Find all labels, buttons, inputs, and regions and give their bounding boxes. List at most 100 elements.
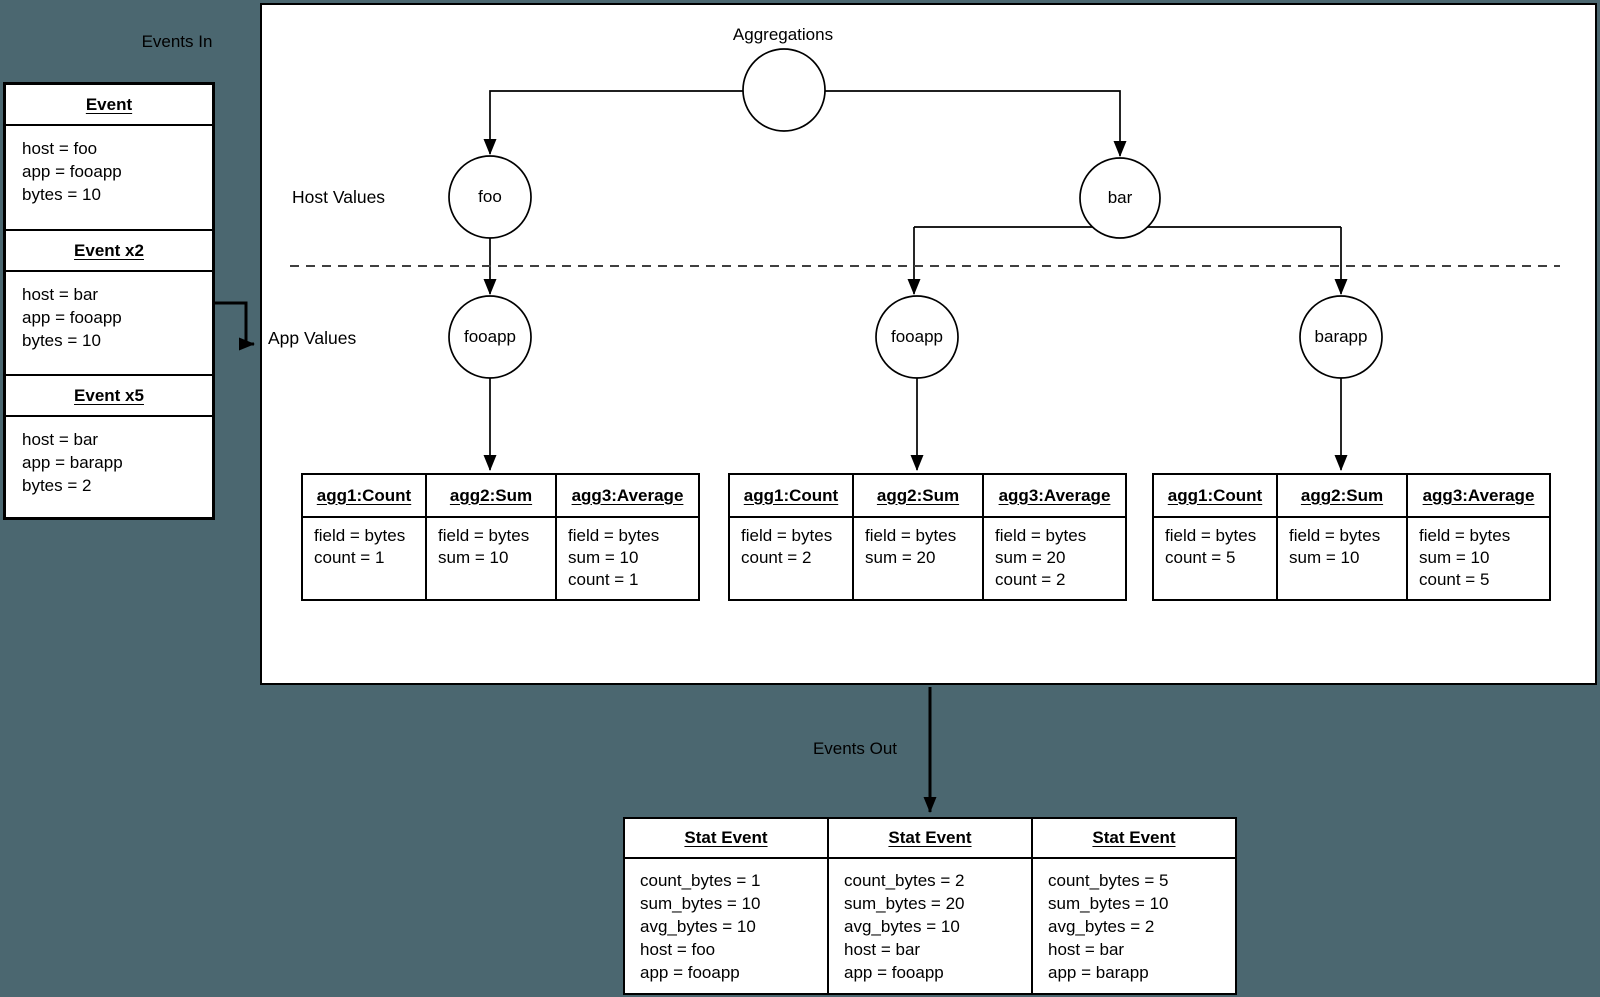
- stat-event-title: Stat Event: [625, 819, 827, 859]
- agg-col-header: agg2:Sum: [427, 475, 557, 516]
- stat-field: avg_bytes = 10: [844, 917, 960, 936]
- agg-field: field = bytes: [568, 526, 660, 545]
- event-card-title: Event: [6, 85, 212, 126]
- agg-field: count = 5: [1419, 570, 1490, 589]
- agg-field: field = bytes: [741, 526, 833, 545]
- agg-field: sum = 20: [865, 548, 936, 567]
- event-field: host = foo: [22, 139, 98, 158]
- agg-field: field = bytes: [995, 526, 1087, 545]
- host-values-row-label: Host Values: [292, 187, 386, 207]
- agg-field: count = 1: [568, 570, 639, 589]
- agg-col-body: field = bytes sum = 10: [1278, 518, 1408, 599]
- host-node-bar: [1079, 157, 1161, 239]
- stat-event-title: Stat Event: [1033, 819, 1235, 859]
- stat-field: app = fooapp: [844, 963, 944, 982]
- agg-field: count = 1: [314, 548, 385, 567]
- event-field: host = bar: [22, 285, 99, 304]
- agg-col-body: field = bytes sum = 10 count = 5: [1408, 518, 1549, 599]
- agg-table-bar-fooapp: agg1:Count agg2:Sum agg3:Average field =…: [728, 473, 1127, 601]
- events-out-label: Events Out: [812, 739, 898, 758]
- agg-col-header: agg1:Count: [303, 475, 427, 516]
- edge-root-to-foo: [483, 90, 743, 155]
- stat-field: sum_bytes = 20: [844, 894, 965, 913]
- event-field: bytes = 2: [22, 476, 92, 495]
- stat-event-body: count_bytes = 1 sum_bytes = 10 avg_bytes…: [625, 859, 827, 984]
- agg-field: sum = 10: [1419, 548, 1490, 567]
- stat-event-title: Stat Event: [829, 819, 1031, 859]
- agg-field: count = 5: [1165, 548, 1236, 567]
- agg-col-body: field = bytes sum = 20 count = 2: [984, 518, 1125, 599]
- agg-col-header: agg1:Count: [1154, 475, 1278, 516]
- agg-col-body: field = bytes count = 2: [730, 518, 854, 599]
- stat-event-card: Stat Event count_bytes = 5 sum_bytes = 1…: [1033, 819, 1235, 993]
- stat-events-table: Stat Event count_bytes = 1 sum_bytes = 1…: [623, 817, 1237, 995]
- aggregations-root-node: [742, 48, 826, 132]
- app-values-row-label: App Values: [268, 328, 357, 348]
- stat-field: host = foo: [640, 940, 716, 959]
- agg-table-barapp: agg1:Count agg2:Sum agg3:Average field =…: [1152, 473, 1551, 601]
- agg-field: field = bytes: [314, 526, 406, 545]
- stat-field: host = bar: [844, 940, 921, 959]
- stat-field: sum_bytes = 10: [640, 894, 761, 913]
- host-node-foo: [448, 155, 532, 239]
- agg-field: sum = 10: [1289, 548, 1360, 567]
- events-in-label: Events In: [141, 32, 213, 51]
- event-card-body: host = foo app = fooapp bytes = 10: [6, 126, 212, 231]
- events-in-arrow: [215, 301, 255, 351]
- stat-field: app = barapp: [1048, 963, 1149, 982]
- aggregations-title: Aggregations: [732, 25, 834, 44]
- event-field: app = fooapp: [22, 308, 122, 327]
- agg-table-fooapp: agg1:Count agg2:Sum agg3:Average field =…: [301, 473, 700, 601]
- stat-field: app = fooapp: [640, 963, 740, 982]
- agg-field: field = bytes: [865, 526, 957, 545]
- agg-field: sum = 20: [995, 548, 1066, 567]
- app-node-fooapp: [448, 295, 532, 379]
- agg-field: field = bytes: [1289, 526, 1381, 545]
- stat-field: sum_bytes = 10: [1048, 894, 1169, 913]
- agg-col-body: field = bytes count = 5: [1154, 518, 1278, 599]
- stat-field: count_bytes = 5: [1048, 871, 1169, 890]
- stat-field: count_bytes = 2: [844, 871, 965, 890]
- agg-col-header: agg3:Average: [571, 485, 684, 505]
- agg-field: field = bytes: [1165, 526, 1257, 545]
- app-node-fooapp2: [875, 295, 959, 379]
- edge-root-to-bar: [825, 90, 1127, 157]
- event-card-body: host = bar app = fooapp bytes = 10: [6, 272, 212, 376]
- agg-col-header: agg3:Average: [998, 485, 1111, 505]
- agg-field: count = 2: [741, 548, 812, 567]
- event-card-body: host = bar app = barapp bytes = 2: [6, 417, 212, 525]
- event-card-title: Event x5: [6, 376, 212, 417]
- agg-col-body: field = bytes sum = 10: [427, 518, 557, 599]
- app-node-barapp: [1299, 295, 1383, 379]
- stat-field: avg_bytes = 10: [640, 917, 756, 936]
- events-in-panel: Event host = foo app = fooapp bytes = 10…: [3, 82, 215, 520]
- stat-field: avg_bytes = 2: [1048, 917, 1155, 936]
- agg-field: sum = 10: [438, 548, 509, 567]
- event-field: bytes = 10: [22, 185, 101, 204]
- stat-event-body: count_bytes = 2 sum_bytes = 20 avg_bytes…: [829, 859, 1031, 984]
- stat-event-body: count_bytes = 5 sum_bytes = 10 avg_bytes…: [1033, 859, 1235, 984]
- host-node-foo-label: foo: [478, 187, 502, 206]
- agg-col-header: agg2:Sum: [1278, 475, 1408, 516]
- app-node-barapp-label: barapp: [1314, 327, 1368, 346]
- agg-col-body: field = bytes count = 1: [303, 518, 427, 599]
- agg-col-body: field = bytes sum = 20: [854, 518, 984, 599]
- event-field: app = fooapp: [22, 162, 122, 181]
- event-field: app = barapp: [22, 453, 123, 472]
- agg-col-header: agg3:Average: [1422, 485, 1535, 505]
- event-field: bytes = 10: [22, 331, 101, 350]
- stat-event-card: Stat Event count_bytes = 2 sum_bytes = 2…: [829, 819, 1033, 993]
- agg-field: field = bytes: [438, 526, 530, 545]
- app-node-fooapp-label: fooapp: [464, 327, 516, 346]
- event-card-title: Event x2: [6, 231, 212, 272]
- stat-field: host = bar: [1048, 940, 1125, 959]
- agg-field: sum = 10: [568, 548, 639, 567]
- stat-field: count_bytes = 1: [640, 871, 761, 890]
- event-field: host = bar: [22, 430, 99, 449]
- agg-col-body: field = bytes sum = 10 count = 1: [557, 518, 698, 599]
- agg-col-header: agg1:Count: [730, 475, 854, 516]
- agg-col-header: agg2:Sum: [854, 475, 984, 516]
- agg-field: field = bytes: [1419, 526, 1511, 545]
- stat-event-card: Stat Event count_bytes = 1 sum_bytes = 1…: [625, 819, 829, 993]
